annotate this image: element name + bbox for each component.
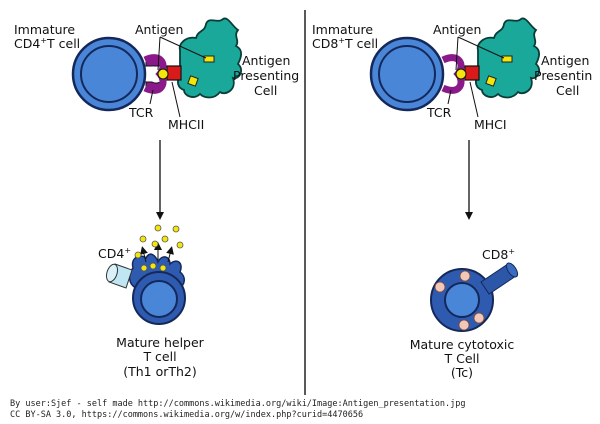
apc-label-line3: Cell <box>556 83 579 98</box>
antigen-fragment <box>485 75 497 87</box>
antigen-fragment <box>501 55 513 63</box>
tcr-label: TCR <box>426 105 452 120</box>
cytotoxic-granule <box>434 270 485 331</box>
immature-cell-label-line1: Immature <box>14 22 75 37</box>
mature-helper-label-line3: (Th1 orTh2) <box>123 364 197 379</box>
immature-cell-label-line2: CD4+T cell <box>14 36 80 51</box>
mhc-label: MHCII <box>168 117 204 132</box>
antigen-label: Antigen <box>433 22 481 37</box>
immature-cd8-t-cell <box>369 36 445 112</box>
mhc-ii-molecule <box>166 65 182 81</box>
apc-label-line1: Antigen <box>541 53 589 68</box>
cd4-label: CD4+ <box>98 246 131 261</box>
antigen-fragment <box>203 55 215 63</box>
immature-cell-label-line1: Immature <box>312 22 373 37</box>
left-panel: Immature CD4+T cell Antigen Antigen Pres… <box>14 17 299 379</box>
tcr-label: TCR <box>128 105 154 120</box>
cd8-coreceptor <box>480 262 519 295</box>
immature-cell-label-line2: CD8+T cell <box>312 36 378 51</box>
apc-label-line1: Antigen <box>242 53 290 68</box>
mhc-label: MHCI <box>474 117 507 132</box>
mature-helper-label-line1: Mature helper <box>116 335 205 350</box>
right-panel: Immature CD8+T cell Antigen Antigen Pres… <box>312 17 592 380</box>
credit-line-2: CC BY-SA 3.0, https://commons.wikimedia.… <box>10 410 364 420</box>
mature-helper-t-cell <box>128 253 186 325</box>
cytokine-secretion <box>134 224 184 272</box>
antigen-fragment <box>187 75 199 87</box>
antigen-peptide <box>157 68 169 80</box>
apc-label-line2: Presentin <box>534 68 592 83</box>
credit-line-1: By user:Sjef - self made http://commons.… <box>10 399 466 409</box>
antigen-peptide <box>455 68 467 80</box>
apc-label-line2: Presenting <box>233 68 299 83</box>
mature-cytotoxic-label-line1: Mature cytotoxic <box>410 337 515 352</box>
mature-helper-label-line2: T cell <box>142 349 176 364</box>
mhc-i-molecule <box>464 65 480 81</box>
apc-label-line3: Cell <box>254 83 277 98</box>
mature-cytotoxic-t-cell <box>430 268 494 332</box>
mature-cytotoxic-label-line2: T Cell <box>444 351 480 366</box>
mature-cytotoxic-label-line3: (Tc) <box>451 365 473 380</box>
cd8-label: CD8+ <box>482 247 515 262</box>
cd4-coreceptor <box>105 263 133 289</box>
immature-cd4-t-cell <box>71 36 147 112</box>
antigen-label: Antigen <box>135 22 183 37</box>
